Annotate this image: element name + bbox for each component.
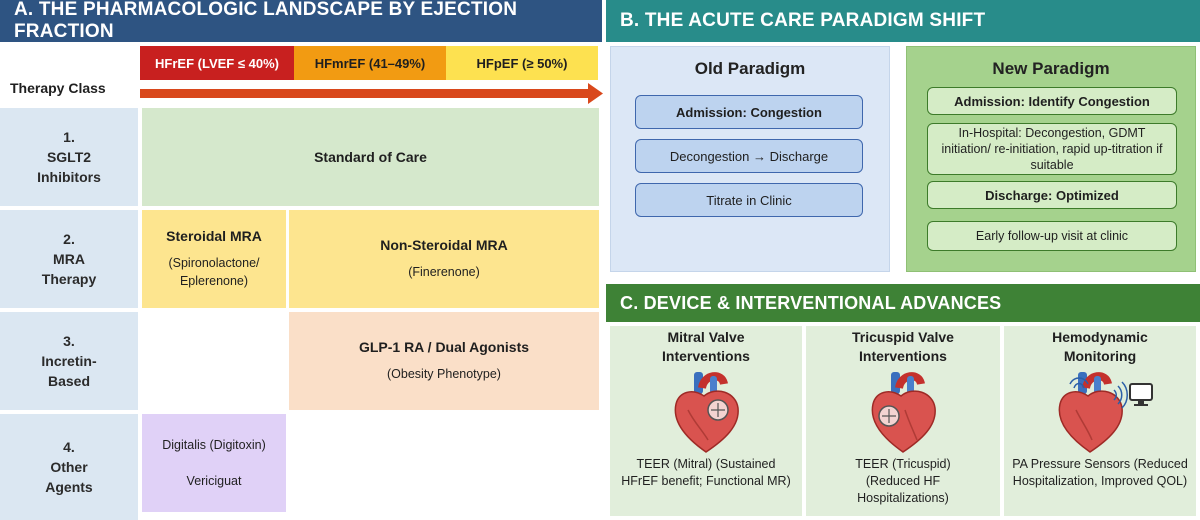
new-step-followup: Early follow-up visit at clinic xyxy=(927,221,1177,251)
cell-standard-of-care: Standard of Care xyxy=(142,108,599,206)
ef-category-hfpef: HFpEF (≥ 50%) xyxy=(446,46,598,80)
device-hemodynamic-caption: PA Pressure Sensors (Reduced Hospitaliza… xyxy=(1012,457,1188,488)
new-paradigm-panel: New Paradigm Admission: Identify Congest… xyxy=(906,46,1196,272)
new-step-discharge: Discharge: Optimized xyxy=(927,181,1177,209)
device-tricuspid-title: Tricuspid Valve Interventions xyxy=(852,329,954,364)
new-step-in-hospital: In-Hospital: Decongestion, GDMT initiati… xyxy=(927,123,1177,175)
device-mitral-title: Mitral Valve Interventions xyxy=(662,329,750,364)
heart-sensor-icon xyxy=(1058,372,1153,453)
old-paradigm-title: Old Paradigm xyxy=(694,59,806,78)
section-b-header: B. THE ACUTE CARE PARADIGM SHIFT xyxy=(606,0,1200,42)
ef-category-hfref: HFrEF (LVEF ≤ 40%) xyxy=(140,46,294,80)
old-paradigm-panel: Old Paradigm Admission: Congestion Decon… xyxy=(610,46,890,272)
new-step-admission: Admission: Identify Congestion xyxy=(927,87,1177,115)
section-a-header: A. THE PHARMACOLOGIC LANDSCAPE BY EJECTI… xyxy=(0,0,602,42)
glp1-title: GLP-1 RA / Dual Agonists xyxy=(358,339,530,355)
nonsteroidal-mra-title: Non-Steroidal MRA xyxy=(380,237,508,253)
section-c-header: C. DEVICE & INTERVENTIONAL ADVANCES xyxy=(606,284,1200,322)
cell-nonsteroidal-mra: Non-Steroidal MRA (Finerenone) xyxy=(289,210,599,308)
cell-glp1: GLP-1 RA / Dual Agonists (Obesity Phenot… xyxy=(289,312,599,410)
old-step-titrate: Titrate in Clinic xyxy=(635,183,863,217)
cell-other-agents: Digitalis (Digitoxin) Vericiguat xyxy=(142,414,286,512)
device-hemodynamic: Hemodynamic Monitoring PA Pressure Senso… xyxy=(1004,326,1196,516)
heart-mitral-icon xyxy=(674,372,739,453)
old-step-admission: Admission: Congestion xyxy=(635,95,863,129)
cell-steroidal-mra: Steroidal MRA (Spironolactone/ Eplerenon… xyxy=(142,210,286,308)
steroidal-mra-sub: (Spironolactone/ Eplerenone) xyxy=(168,256,260,288)
device-hemodynamic-title: Hemodynamic Monitoring xyxy=(1052,329,1148,364)
old-step-decongestion: Decongestion → Discharge xyxy=(635,139,863,173)
row-label-incretin: 3.Incretin-Based xyxy=(0,312,138,410)
nonsteroidal-mra-sub: (Finerenone) xyxy=(408,265,480,279)
glp1-sub: (Obesity Phenotype) xyxy=(387,367,501,381)
new-paradigm-title: New Paradigm xyxy=(992,59,1110,78)
other-agent-vericiguat: Vericiguat xyxy=(186,474,242,488)
ef-arrow xyxy=(140,83,603,104)
device-tricuspid-caption: TEER (Tricuspid) (Reduced HF Hospitaliza… xyxy=(855,457,951,505)
other-agent-digitalis: Digitalis (Digitoxin) xyxy=(162,438,266,452)
ef-category-hfmref: HFmrEF (41–49%) xyxy=(294,46,446,80)
device-mitral-caption: TEER (Mitral) (Sustained HFrEF benefit; … xyxy=(621,457,791,488)
steroidal-mra-title: Steroidal MRA xyxy=(166,228,262,244)
heart-tricuspid-icon xyxy=(871,372,936,453)
device-tricuspid: Tricuspid Valve Interventions TEER (Tric… xyxy=(806,326,1000,516)
device-mitral: Mitral Valve Interventions TEER (Mitral)… xyxy=(610,326,802,516)
therapy-class-label: Therapy Class xyxy=(10,80,106,96)
